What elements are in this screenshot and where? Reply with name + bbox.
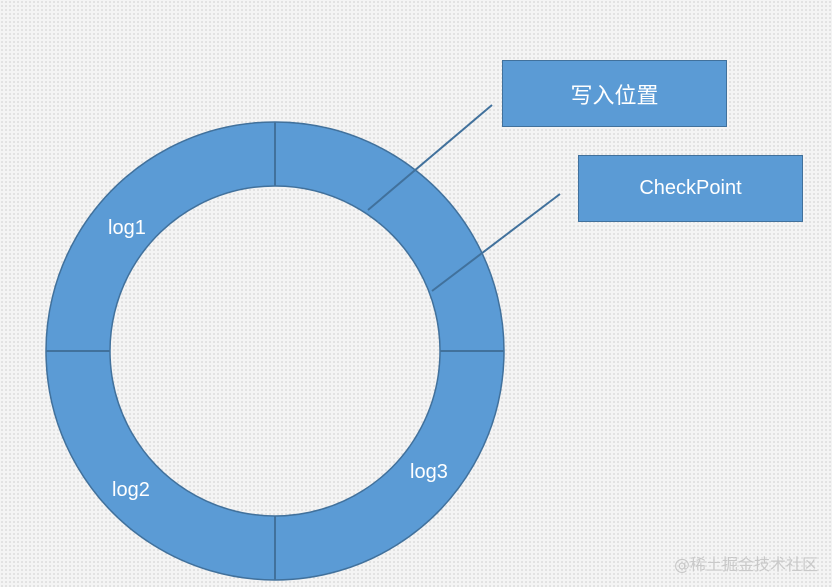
checkpoint-box: CheckPoint [578, 155, 803, 222]
connector-checkpoint [431, 193, 561, 292]
segment-label-log1: log1 [108, 217, 146, 239]
watermark: @稀土掘金技术社区 [673, 555, 818, 574]
write-position-box: 写入位置 [502, 60, 727, 127]
connector-write-position [367, 104, 493, 211]
checkpoint-label: CheckPoint [639, 177, 742, 199]
segment-label-log2: log2 [112, 479, 150, 501]
segment-label-log3: log3 [410, 461, 448, 483]
ring-shape [45, 121, 505, 581]
write-position-label: 写入位置 [570, 83, 659, 109]
